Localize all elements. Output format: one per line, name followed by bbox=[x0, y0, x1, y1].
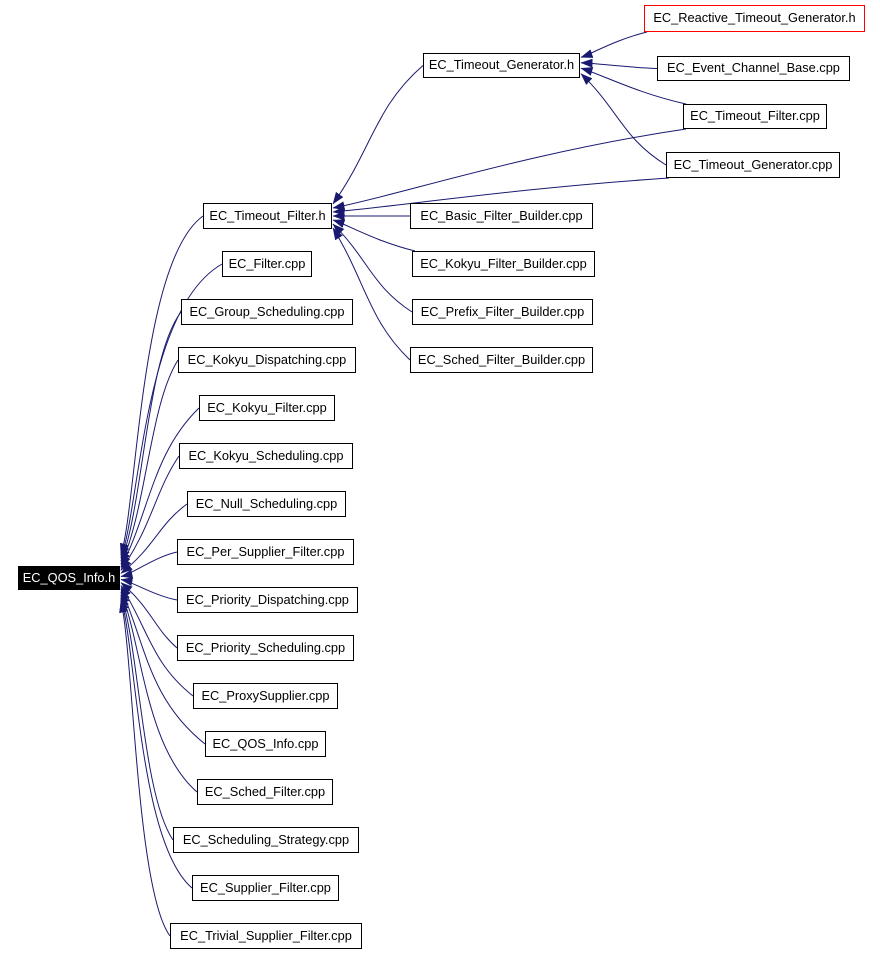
graph-node-root: EC_QOS_Info.h bbox=[18, 566, 120, 590]
graph-node-qos_cpp[interactable]: EC_QOS_Info.cpp bbox=[205, 731, 326, 757]
graph-node-prio_disp[interactable]: EC_Priority_Dispatching.cpp bbox=[177, 587, 358, 613]
graph-node-tf_cpp[interactable]: EC_Timeout_Filter.cpp bbox=[683, 104, 827, 129]
graph-node-kokyu_disp[interactable]: EC_Kokyu_Dispatching.cpp bbox=[178, 347, 356, 373]
graph-edge-trivial-to-root bbox=[119, 600, 171, 937]
graph-edge-reactive-to-tg_h bbox=[580, 31, 648, 58]
graph-edge-prefix_fb-to-tf_h bbox=[332, 223, 413, 313]
graph-node-supplier_filter[interactable]: EC_Supplier_Filter.cpp bbox=[192, 875, 339, 901]
graph-edge-prio_sched-to-root bbox=[120, 582, 178, 649]
graph-edge-tg_cpp-to-tg_h bbox=[580, 73, 667, 166]
graph-node-tg_cpp[interactable]: EC_Timeout_Generator.cpp bbox=[666, 152, 840, 178]
graph-edge-per_supplier-to-root bbox=[120, 551, 178, 579]
graph-node-trivial[interactable]: EC_Trivial_Supplier_Filter.cpp bbox=[170, 923, 362, 949]
graph-node-prio_sched[interactable]: EC_Priority_Scheduling.cpp bbox=[177, 635, 354, 661]
graph-node-group_sched[interactable]: EC_Group_Scheduling.cpp bbox=[181, 299, 353, 325]
graph-edge-null_sched-to-root bbox=[120, 503, 188, 574]
graph-edge-tf_h-to-root bbox=[119, 215, 204, 556]
graph-node-tg_h[interactable]: EC_Timeout_Generator.h bbox=[423, 53, 580, 78]
graph-edge-tf_cpp-to-tf_h bbox=[332, 128, 687, 211]
graph-edge-ecb-to-tg_h bbox=[580, 58, 658, 69]
graph-node-kokyu_sched[interactable]: EC_Kokyu_Scheduling.cpp bbox=[179, 443, 353, 469]
graph-edge-tg_h-to-tf_h bbox=[332, 65, 424, 205]
graph-node-sched_fb[interactable]: EC_Sched_Filter_Builder.cpp bbox=[410, 347, 593, 373]
graph-node-per_supplier[interactable]: EC_Per_Supplier_Filter.cpp bbox=[177, 539, 354, 565]
graph-node-null_sched[interactable]: EC_Null_Scheduling.cpp bbox=[187, 491, 346, 517]
graph-node-proxy[interactable]: EC_ProxySupplier.cpp bbox=[193, 683, 338, 709]
graph-node-kokyu_filter[interactable]: EC_Kokyu_Filter.cpp bbox=[199, 395, 335, 421]
graph-node-reactive[interactable]: EC_Reactive_Timeout_Generator.h bbox=[644, 5, 865, 32]
graph-edge-group_sched-to-root bbox=[120, 311, 182, 562]
graph-edge-kokyu_fb-to-tf_h bbox=[332, 219, 416, 252]
graph-node-tf_h[interactable]: EC_Timeout_Filter.h bbox=[203, 203, 332, 229]
graph-edge-prio_disp-to-root bbox=[120, 577, 178, 601]
graph-edge-kokyu_filter-to-root bbox=[120, 407, 200, 568]
graph-edge-kokyu_disp-to-root bbox=[120, 359, 179, 565]
graph-edge-supplier_filter-to-root bbox=[119, 597, 193, 889]
graph-node-prefix_fb[interactable]: EC_Prefix_Filter_Builder.cpp bbox=[412, 299, 593, 325]
graph-node-ecb[interactable]: EC_Event_Channel_Base.cpp bbox=[657, 56, 850, 81]
graph-edge-sched_strategy-to-root bbox=[120, 594, 174, 841]
graph-edge-qos_cpp-to-root bbox=[120, 588, 206, 745]
graph-edge-tg_cpp-to-tf_h bbox=[332, 177, 670, 216]
graph-node-filter[interactable]: EC_Filter.cpp bbox=[222, 251, 312, 277]
graph-edge-kokyu_sched-to-root bbox=[120, 455, 180, 571]
graph-edge-sched_filter-to-root bbox=[120, 591, 198, 793]
graph-node-sched_strategy[interactable]: EC_Scheduling_Strategy.cpp bbox=[173, 827, 359, 853]
graph-edge-sched_fb-to-tf_h bbox=[332, 227, 411, 361]
graph-node-kokyu_fb[interactable]: EC_Kokyu_Filter_Builder.cpp bbox=[412, 251, 595, 277]
graph-edge-filter-to-root bbox=[120, 263, 223, 559]
graph-edge-tf_cpp-to-tg_h bbox=[580, 67, 687, 105]
graph-node-basic_fb[interactable]: EC_Basic_Filter_Builder.cpp bbox=[410, 203, 593, 229]
graph-node-sched_filter[interactable]: EC_Sched_Filter.cpp bbox=[197, 779, 333, 805]
